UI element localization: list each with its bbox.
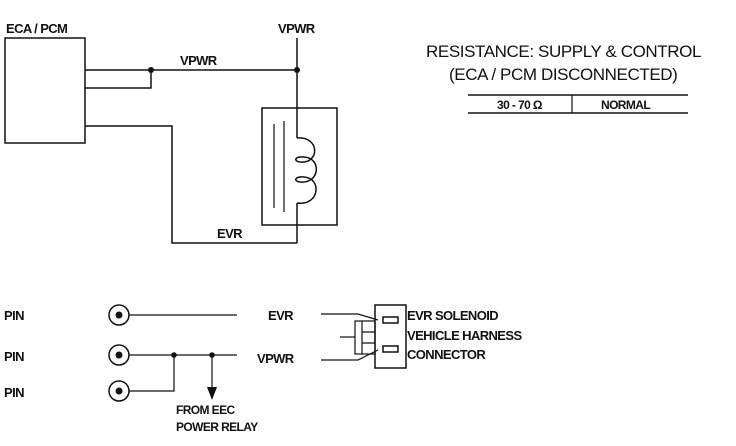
spec-title-line2: (ECA / PCM DISCONNECTED) <box>449 65 677 84</box>
pin-label: PIN <box>4 349 24 364</box>
connector-body <box>374 304 407 369</box>
connector-latch-detail <box>361 321 375 354</box>
pin-label: PIN <box>4 308 24 323</box>
solenoid-housing <box>261 107 338 226</box>
solenoid-coil-icon <box>295 137 318 204</box>
pin-label: PIN <box>4 385 24 400</box>
evr-solenoid <box>261 107 338 243</box>
connector-lead <box>321 349 379 361</box>
connector-lead <box>321 313 379 321</box>
pinout: PIN PIN PIN FROM EEC POWER RELAY EVR VPW… <box>4 304 523 434</box>
pin-terminal-center <box>115 387 123 395</box>
connector-terminal <box>382 316 399 324</box>
resistance-value: 30 - 70 Ω <box>497 98 543 112</box>
source-label-line1: FROM EEC <box>176 403 235 417</box>
eca-pcm-module-box <box>4 37 86 144</box>
evr-circuit-label: EVR <box>268 308 294 323</box>
vpwr-circuit-label: VPWR <box>257 351 295 366</box>
arrow-down-icon <box>207 387 217 400</box>
schematic: ECA / PCM VPWR VPWR EVR <box>4 21 338 244</box>
harness-connector-icon <box>321 304 407 369</box>
junction-dot <box>171 352 177 358</box>
vpwr-wire-label: VPWR <box>180 53 218 68</box>
evr-wire-label: EVR <box>217 226 243 241</box>
pin-terminal-center <box>115 311 123 319</box>
connector-label-line2: VEHICLE HARNESS <box>407 328 522 343</box>
spec-title-line1: RESISTANCE: SUPPLY & CONTROL <box>426 42 701 61</box>
evr-wire <box>85 125 297 244</box>
resistance-result: NORMAL <box>601 98 650 112</box>
resistance-spec: RESISTANCE: SUPPLY & CONTROL (ECA / PCM … <box>426 42 701 114</box>
vpwr-top-label: VPWR <box>278 21 316 36</box>
connector-label-line3: CONNECTOR <box>407 347 486 362</box>
module-label: ECA / PCM <box>6 21 67 36</box>
connector-label-line1: EVR SOLENOID <box>407 308 498 323</box>
connector-latch <box>354 320 376 355</box>
junction-dot <box>148 67 154 73</box>
pin-terminal-center <box>115 351 123 359</box>
connector-terminal <box>382 345 399 353</box>
source-label-line2: POWER RELAY <box>176 420 258 434</box>
vpwr-branch-wire <box>85 70 152 89</box>
vpwr-pin2-wire <box>129 355 175 392</box>
